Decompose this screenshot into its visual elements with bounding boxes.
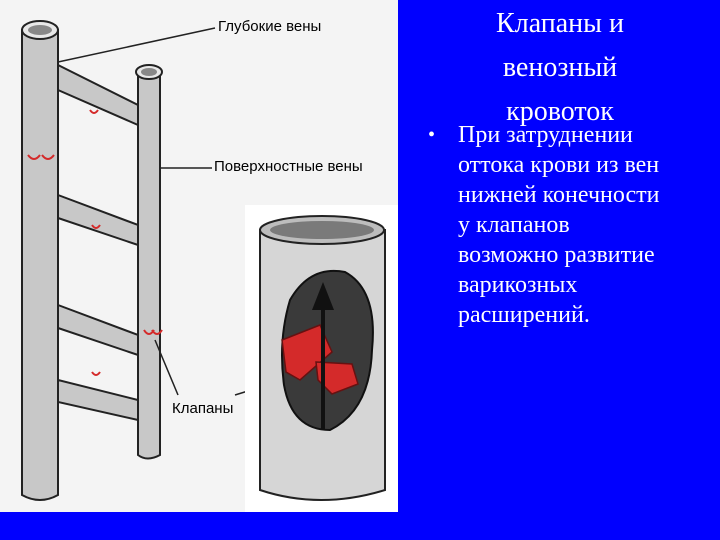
vein-diagram — [21, 20, 398, 512]
valve-leaflet-right — [315, 361, 359, 395]
bullet-text: При затруднении оттока крови из вен нижн… — [458, 120, 714, 330]
bullet-line-5: возможно развитие — [458, 242, 655, 268]
superficial-vein — [137, 74, 161, 460]
bullet-line-3: нижней конечности — [458, 182, 660, 208]
label-superficial-veins: Поверхностные вены — [214, 158, 363, 175]
valve-mark-2 — [89, 109, 99, 114]
perforator-vein-4 — [57, 378, 139, 422]
bullet-point: • При затруднении оттока крови из вен ни… — [428, 120, 714, 330]
vein-cylinder-lumen — [270, 221, 374, 239]
valve-mark-1 — [27, 154, 55, 160]
vein-illustration: Глубокие вены Поверхностные вены Клапаны — [0, 0, 398, 512]
deep-vein-lumen — [28, 25, 52, 35]
valve-mark-4 — [143, 329, 163, 335]
bullet-line-7: расширений. — [458, 302, 590, 328]
title-line-2: венозный — [502, 52, 618, 83]
leader-valves-1 — [154, 339, 179, 396]
bullet-line-4: у клапанов — [458, 212, 570, 238]
leader-deep — [57, 27, 216, 63]
valve-mark-3 — [91, 224, 101, 229]
bullet-marker: • — [428, 124, 436, 146]
slide-title: Клапаны и венозный кровоток — [420, 2, 700, 134]
perforator-vein-3 — [57, 303, 139, 357]
perforator-vein-2 — [57, 193, 139, 247]
deep-vein — [21, 29, 59, 501]
valve-mark-5 — [91, 371, 101, 376]
bullet-line-1: При затруднении — [458, 122, 633, 148]
bullet-line-2: оттока крови из вен — [458, 152, 660, 178]
superficial-vein-lumen — [141, 68, 157, 76]
label-deep-veins: Глубокие вены — [218, 18, 322, 35]
title-line-3: кровоток — [506, 96, 614, 127]
perforator-vein-1 — [57, 63, 139, 127]
title-line-1: Клапаны и — [496, 8, 624, 39]
label-valves: Клапаны — [172, 400, 234, 417]
flow-arrow-icon — [312, 282, 334, 430]
bullet-line-6: варикозных — [458, 272, 578, 298]
